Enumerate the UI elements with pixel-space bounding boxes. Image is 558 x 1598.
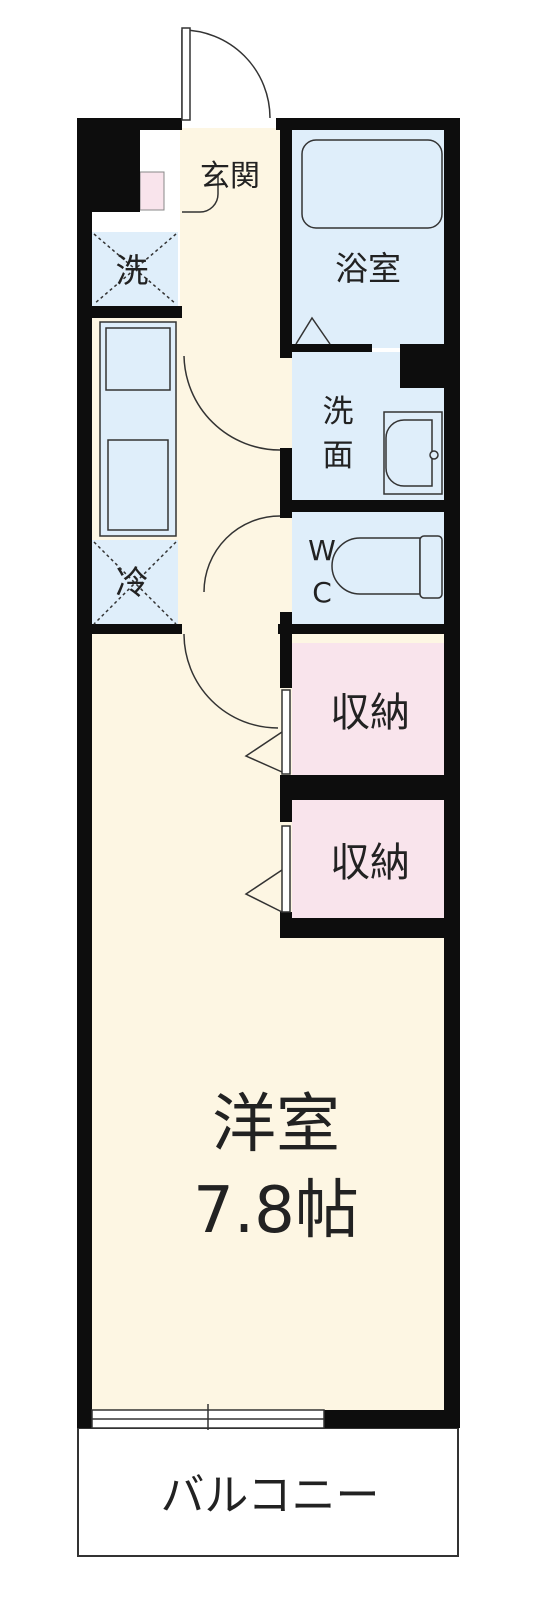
western-room-label: 洋室 — [212, 1088, 340, 1162]
kitchen-sink — [105, 327, 171, 391]
wc-label-top: W — [308, 534, 336, 567]
storage-2-door — [281, 825, 291, 913]
bath-door-mark — [295, 316, 331, 345]
washbasin-bowl — [385, 419, 433, 487]
storage-2-door-mark — [244, 869, 283, 913]
window — [91, 1404, 325, 1430]
storage-1-door — [281, 689, 291, 775]
wall-top-left — [77, 118, 182, 130]
corridor-floor — [180, 128, 280, 633]
opening-wc — [280, 518, 292, 612]
wall-wash-bottom — [292, 500, 444, 512]
room-door-swing — [183, 633, 279, 729]
opening-corridor-room — [182, 624, 278, 634]
washroom-door-swing — [183, 355, 281, 451]
washroom-label-bottom: 面 — [323, 438, 354, 474]
storage-1-door-mark — [244, 731, 283, 773]
entrance-door-swing — [181, 29, 271, 119]
wall-wash-notch — [400, 344, 444, 388]
fridge-label: 冷 — [116, 563, 149, 602]
washing-machine-label: 洗 — [116, 251, 149, 290]
entrance-step — [182, 176, 219, 213]
balcony-label: バルコニー — [160, 1470, 379, 1521]
washroom-label-top: 洗 — [323, 394, 354, 430]
wall-storage-left — [280, 633, 292, 688]
wall-under-washing — [92, 306, 182, 318]
wall-storage-mid — [280, 775, 444, 800]
wall-bath-bottom — [292, 344, 372, 352]
wall-left — [77, 118, 92, 1428]
opening-washroom — [280, 358, 292, 448]
faucet — [429, 450, 439, 460]
bathroom-label: 浴室 — [335, 249, 401, 288]
shoe-box — [139, 171, 165, 211]
fixtures — [93, 139, 443, 625]
wall-storage-bottom — [280, 918, 444, 938]
fridge-cross-b — [93, 541, 177, 625]
wall-corner-block — [92, 130, 140, 212]
storage-1-label: 収納 — [330, 690, 410, 736]
storage-1-floor — [292, 643, 444, 775]
wc-label-bottom: C — [312, 576, 332, 609]
wc-door-swing — [203, 515, 281, 593]
toilet-tank — [419, 535, 443, 599]
kitchen-stove — [107, 439, 169, 531]
toilet-bowl — [331, 537, 421, 595]
entrance-door-leaf — [181, 27, 191, 121]
wall-right — [444, 118, 460, 1428]
entrance-label: 玄関 — [200, 159, 260, 194]
storage-2-floor — [292, 800, 444, 918]
washroom-floor — [292, 352, 400, 500]
room-labels: 玄関 浴室 洗 洗 面 W C 冷 収納 収納 洋室 7.8帖 バルコニー — [116, 159, 411, 1521]
wall-top-right — [276, 118, 460, 130]
storage-2-label: 収納 — [330, 840, 410, 886]
doors — [181, 27, 331, 913]
western-room-size: 7.8帖 — [193, 1174, 359, 1248]
fridge-cross-a — [93, 541, 177, 625]
bathtub — [301, 139, 443, 229]
wall-openings — [182, 358, 292, 634]
balcony-floor — [77, 1427, 459, 1557]
